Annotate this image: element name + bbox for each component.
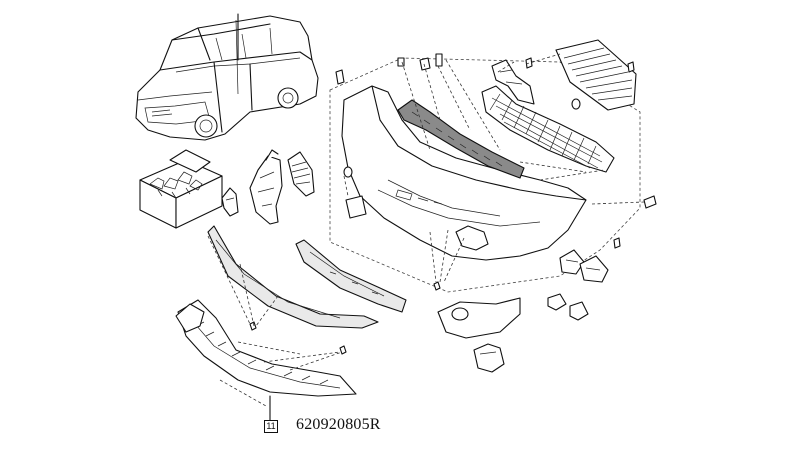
mounting-brackets-right	[559, 249, 609, 283]
energy-absorber	[397, 99, 525, 179]
assembly-outline	[329, 57, 641, 293]
leader-lines	[207, 53, 645, 407]
side-bracket-left	[249, 149, 283, 225]
clip-kit-box	[139, 149, 223, 229]
fog-lamp-bracket	[473, 343, 505, 373]
under-tray	[175, 299, 357, 397]
lower-spoiler-strip	[207, 225, 379, 329]
vehicle-illustration	[135, 13, 319, 141]
front-bumper-cover	[341, 85, 587, 261]
lower-grille	[481, 85, 615, 173]
retainer-clips	[547, 293, 589, 321]
skid-plate-strip	[295, 239, 407, 313]
fog-lamp-bezel	[437, 297, 521, 339]
small-bracket	[221, 187, 239, 217]
fasteners	[249, 53, 657, 355]
upper-grille	[555, 39, 637, 111]
part-number-label: 620920805R	[296, 416, 381, 433]
callout-reference-box: 11	[264, 420, 278, 433]
side-grille-insert	[287, 151, 315, 197]
